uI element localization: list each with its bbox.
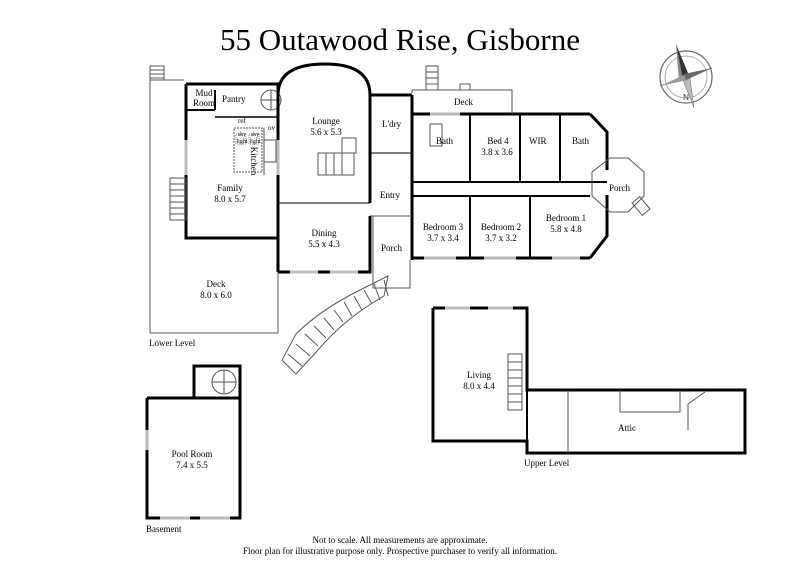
dining-walls <box>278 216 372 274</box>
lounge-stairs <box>317 137 357 176</box>
top-stairs <box>149 65 165 81</box>
lounge-bay <box>276 62 372 96</box>
family-stairs <box>169 177 187 221</box>
deck-stairs <box>425 65 471 91</box>
porch-front-outline <box>372 216 411 289</box>
basement-level <box>145 364 242 520</box>
porch-right-outline <box>591 157 645 213</box>
upper-walls <box>431 306 747 455</box>
family-walls <box>184 84 278 240</box>
deck-outline <box>149 79 279 334</box>
upper-level <box>431 306 747 455</box>
front-stairs <box>281 275 389 375</box>
deck-top-outline <box>411 89 513 114</box>
plan-title: 55 Outawood Rise, Gisborne <box>220 22 580 57</box>
compass-icon: N <box>659 44 713 109</box>
lower-level <box>149 62 651 375</box>
upper-stairs <box>507 353 523 411</box>
svg-text:N: N <box>683 93 689 102</box>
pool-room-walls <box>145 396 242 520</box>
